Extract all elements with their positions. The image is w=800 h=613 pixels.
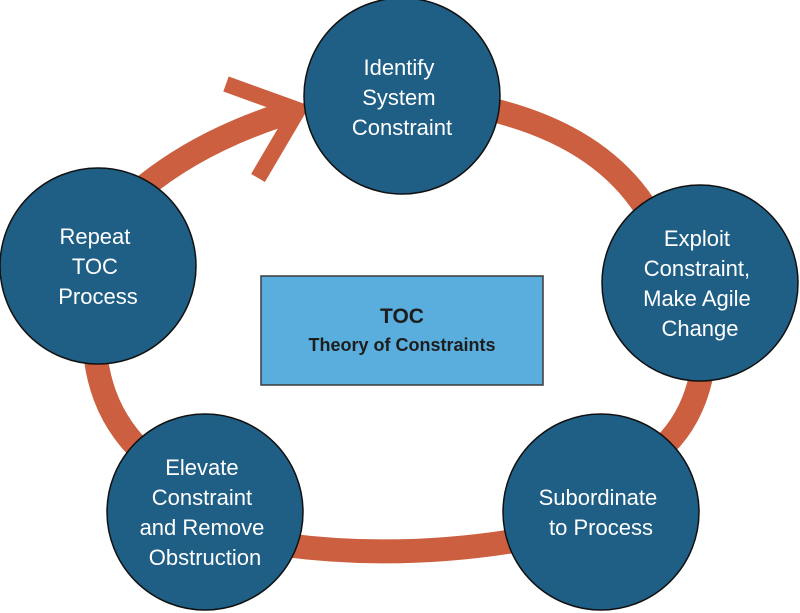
node-label: Identify System Constraint xyxy=(352,55,452,140)
node-label: Exploit Constraint, Make Agile Change xyxy=(643,226,757,341)
ring-arc-repeat-identify xyxy=(132,100,294,200)
node-circle xyxy=(0,167,197,365)
center-box-rect xyxy=(260,275,544,386)
node-line: Process xyxy=(58,284,137,309)
center-title: TOC xyxy=(380,305,424,328)
node-line: Constraint xyxy=(152,485,252,510)
node-repeat-toc-process: Repeat TOC Process xyxy=(0,167,197,365)
node-line: Constraint, xyxy=(644,256,750,281)
node-circle xyxy=(601,184,799,382)
center-subtitle: Theory of Constraints xyxy=(308,335,495,355)
node-line: Exploit xyxy=(664,226,730,251)
node-subordinate-to-process: Subordinate to Process xyxy=(502,413,700,611)
node-line: and Remove xyxy=(140,515,265,540)
node-line: Elevate xyxy=(165,455,238,480)
node-line: Constraint xyxy=(352,115,452,140)
node-identify-system-constraint: Identify System Constraint xyxy=(303,0,501,195)
node-line: Repeat xyxy=(59,224,130,249)
node-label: Subordinate to Process xyxy=(539,485,664,540)
ring-arc-subordinate-elevate xyxy=(283,528,522,564)
node-line: Subordinate xyxy=(539,485,658,510)
node-line: Make Agile xyxy=(643,286,751,311)
node-label: Repeat TOC Process xyxy=(58,224,137,309)
node-circle xyxy=(303,0,501,195)
node-line: Identify xyxy=(363,55,434,80)
node-line: Obstruction xyxy=(149,545,262,570)
node-line: Change xyxy=(661,316,738,341)
node-label: Elevate Constraint and Remove Obstructio… xyxy=(140,455,271,570)
node-line: to Process xyxy=(549,515,653,540)
node-line: System xyxy=(362,85,435,110)
node-elevate-constraint: Elevate Constraint and Remove Obstructio… xyxy=(106,413,304,611)
ring-arc-identify-exploit xyxy=(467,93,661,222)
node-circle xyxy=(106,413,304,611)
node-circle xyxy=(502,413,700,611)
node-line: TOC xyxy=(72,254,118,279)
center-box: TOC Theory of Constraints xyxy=(260,275,544,386)
ring-arc-elevate-repeat xyxy=(83,348,149,459)
arrow-head-icon xyxy=(223,76,310,183)
node-exploit-constraint: Exploit Constraint, Make Agile Change xyxy=(601,184,799,382)
